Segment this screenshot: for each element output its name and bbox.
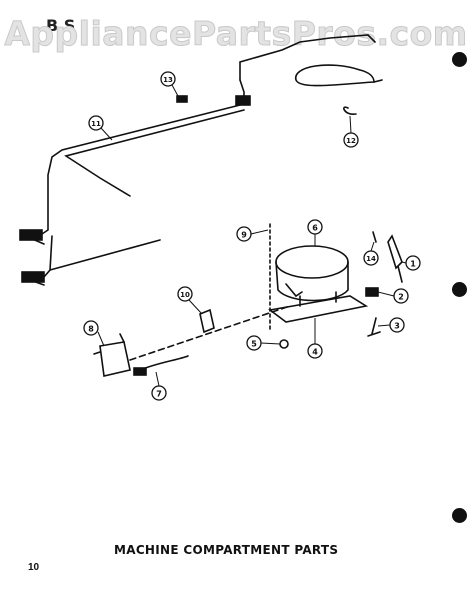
washer-2 bbox=[365, 287, 379, 297]
part-10-connector bbox=[199, 308, 215, 334]
power-cord-loop bbox=[295, 64, 375, 87]
binder-hole-top bbox=[452, 52, 467, 67]
binder-hole-bottom bbox=[452, 508, 467, 523]
harness-lower-span bbox=[49, 239, 161, 271]
compressor-terminal bbox=[285, 283, 303, 298]
harness-lower-drop bbox=[43, 235, 53, 278]
bolt-3 bbox=[367, 317, 381, 337]
harness-plug-left-2 bbox=[21, 271, 45, 283]
callout-5-label: 5 bbox=[251, 340, 257, 349]
compressor-top bbox=[275, 245, 349, 279]
relay-leader-dashed bbox=[129, 305, 291, 361]
compressor-base-plate bbox=[268, 295, 369, 323]
harness-plug-wire-1 bbox=[29, 237, 45, 245]
leader-lines bbox=[97, 84, 407, 387]
lead-7 bbox=[139, 355, 189, 371]
main-harness-left bbox=[41, 103, 245, 235]
callout-1-label: 1 bbox=[410, 260, 416, 269]
callout-1: 1 bbox=[405, 255, 421, 271]
relay-8-body bbox=[99, 341, 131, 377]
main-harness-branch bbox=[64, 109, 245, 197]
lead-7-plug bbox=[133, 367, 147, 376]
callout-11-label: 11 bbox=[91, 120, 101, 128]
callout-8-label: 8 bbox=[88, 325, 94, 334]
callout-9: 9 bbox=[236, 226, 252, 242]
callout-13-label: 13 bbox=[163, 76, 173, 84]
page-number: 10 bbox=[28, 562, 40, 573]
upper-harness-lead bbox=[239, 34, 376, 81]
callout-14-label: 14 bbox=[366, 255, 376, 263]
harness-plug-wire-2 bbox=[29, 279, 45, 286]
callout-8: 8 bbox=[83, 320, 99, 336]
callout-4-label: 4 bbox=[312, 348, 318, 357]
callout-2-label: 2 bbox=[398, 293, 404, 302]
compressor-body bbox=[275, 261, 349, 302]
callout-10: 10 bbox=[177, 286, 193, 302]
binder-hole-middle bbox=[452, 282, 467, 297]
callout-9-label: 9 bbox=[241, 231, 247, 240]
callout-6: 6 bbox=[307, 219, 323, 235]
callout-6-label: 6 bbox=[312, 224, 318, 233]
watermark: AppliancePartsPros.com bbox=[4, 14, 468, 54]
header-fragment: B S bbox=[46, 16, 76, 35]
tube-1 bbox=[387, 234, 403, 283]
callout-12-label: 12 bbox=[346, 137, 356, 145]
harness-plug-left-1 bbox=[19, 229, 43, 241]
cord-clamp-12 bbox=[343, 106, 357, 115]
callout-13: 13 bbox=[160, 71, 176, 87]
callout-3: 3 bbox=[389, 317, 405, 333]
callout-markers: 1 2 3 4 5 6 7 8 9 10 11 12 13 14 bbox=[83, 71, 421, 401]
callout-3-label: 3 bbox=[394, 322, 400, 331]
callout-14: 14 bbox=[363, 250, 379, 266]
compressor-mount-feet bbox=[299, 291, 337, 307]
diagram-caption: MACHINE COMPARTMENT PARTS bbox=[114, 543, 339, 557]
grommet-5 bbox=[279, 339, 289, 349]
callout-4: 4 bbox=[307, 343, 323, 359]
callout-11: 11 bbox=[88, 115, 104, 131]
callout-2: 2 bbox=[393, 288, 409, 304]
power-cord-end bbox=[373, 79, 383, 83]
callout-5: 5 bbox=[246, 335, 262, 351]
part-13-clip bbox=[176, 95, 188, 103]
relay-8-terminals bbox=[93, 333, 125, 355]
callout-12: 12 bbox=[343, 132, 359, 148]
harness-plug-top bbox=[235, 95, 251, 106]
callout-10-label: 10 bbox=[180, 291, 190, 299]
callout-7: 7 bbox=[151, 385, 167, 401]
callout-7-label: 7 bbox=[156, 390, 162, 399]
clip-14 bbox=[372, 231, 377, 243]
